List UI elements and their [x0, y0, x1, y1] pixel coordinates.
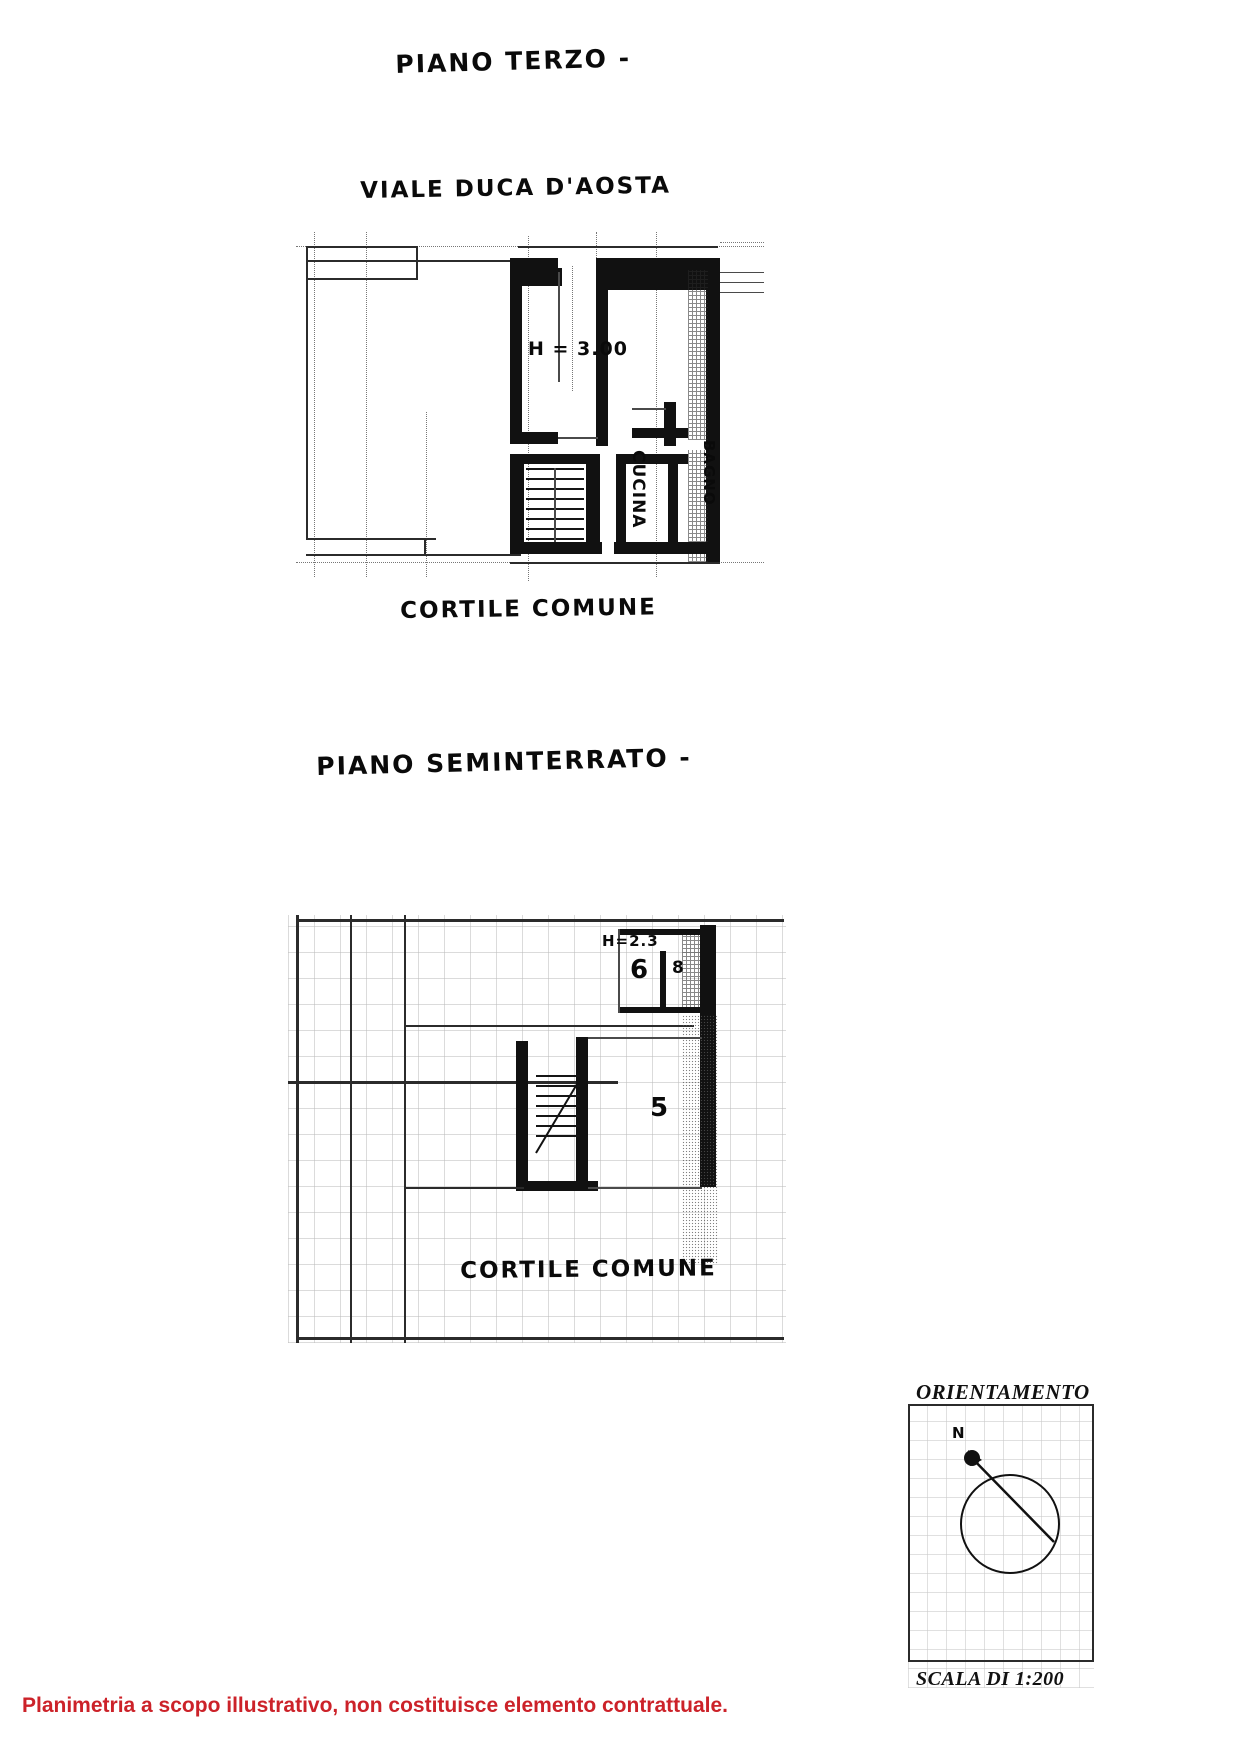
outline-top-left	[306, 246, 418, 248]
partition-vertical-inner	[558, 272, 560, 382]
stairwell-wall-top	[510, 454, 600, 464]
basement-stair-treads	[536, 1075, 580, 1137]
upper-courtyard-label: CORTILE COMUNE	[400, 594, 658, 624]
upper-floor-plan	[296, 232, 766, 582]
cellar-wall-divider	[660, 951, 666, 1009]
cellar-wall-bottom	[618, 1007, 702, 1013]
wall-kitchen-top	[626, 454, 688, 464]
stair-direction-arrow	[535, 1078, 581, 1154]
lot-boundary-left	[296, 915, 299, 1343]
wall-kitchen-left	[616, 454, 626, 552]
construction-line	[656, 232, 657, 577]
orientation-scale-label: SCALA DI 1:200	[916, 1668, 1065, 1690]
room-number-5: 5	[650, 1093, 671, 1123]
lower-plan-height-note: H=2.3	[602, 932, 659, 950]
balcony-line-3	[720, 292, 764, 293]
balcony-guide	[720, 242, 764, 243]
orientation-box: N	[908, 1388, 1094, 1688]
orientation-title: ORIENTAMENTO	[916, 1380, 1090, 1404]
courtyard-boundary-right	[424, 538, 426, 556]
wall-bottom-band	[510, 542, 602, 554]
room-number-8: 8	[672, 958, 686, 978]
footer-disclaimer: Planimetria a scopo illustrativo, non co…	[22, 1694, 729, 1717]
outline-small-box-bottom	[306, 278, 418, 280]
lot-boundary-bottom	[296, 1337, 784, 1340]
orientation-frame-right	[1092, 1404, 1094, 1662]
stairwell-wall-left	[510, 454, 524, 552]
construction-line	[314, 232, 315, 577]
room-label-bagno: BAGNO	[700, 440, 718, 506]
orientation-frame-bottom	[908, 1660, 1094, 1662]
room5-boundary-bottom	[588, 1187, 702, 1189]
wall-center-vertical	[596, 268, 608, 446]
courtyard-boundary-bottom	[306, 538, 436, 540]
lower-outline-left-stub	[404, 1025, 406, 1187]
hatched-strip-right	[682, 929, 700, 1013]
lot-inner-horizontal-2	[404, 1025, 694, 1027]
room-number-6: 6	[630, 955, 651, 985]
wall-bath-left	[668, 464, 678, 552]
construction-line	[528, 236, 529, 581]
upper-floor-title: PIANO TERZO -	[395, 43, 632, 79]
orientation-frame-left	[908, 1404, 910, 1662]
cellar-wall-left	[618, 929, 620, 1013]
lot-inner-horizontal	[288, 1081, 618, 1084]
stairwell-wall-right	[586, 454, 600, 552]
wall-top-left-thick	[514, 268, 562, 286]
lot-inner-vertical-1	[350, 915, 352, 1343]
wall-top-left-stub	[510, 258, 558, 268]
cellar-wall-top	[618, 929, 702, 935]
room5-boundary-top	[588, 1037, 702, 1039]
partition-guide	[572, 266, 574, 391]
wall-top-middle	[596, 258, 692, 268]
orientation-frame-top	[908, 1404, 1094, 1406]
street-label-viale-duca-daosta: VIALE DUCA D'AOSTA	[360, 172, 672, 204]
lot-boundary-top	[296, 919, 784, 922]
wall-mid-horizontal-left	[510, 432, 558, 444]
lower-outline-bottom-left	[404, 1187, 524, 1189]
wall-top-middle-thick	[596, 268, 678, 290]
lower-floor-title: PIANO SEMINTERRATO -	[316, 742, 693, 781]
courtyard-boundary-bottom2	[306, 554, 521, 556]
stair-centre-line	[554, 468, 556, 550]
outline-small-box-right	[416, 246, 418, 280]
compass-circle	[960, 1474, 1060, 1574]
door-swing-left	[558, 437, 598, 439]
basement-stair-wall-bottom	[516, 1181, 598, 1191]
construction-line	[426, 412, 427, 577]
door-swing-right	[632, 408, 666, 410]
facade-line-bottom	[510, 562, 720, 564]
wall-bottom-band-2	[614, 542, 690, 554]
basement-stair-wall-left	[516, 1041, 528, 1191]
hatched-area-right	[688, 270, 708, 440]
compass-needle	[964, 1450, 1055, 1543]
wall-right-inner-stub	[664, 402, 676, 446]
upper-plan-height-note: H = 3.00	[528, 338, 628, 360]
lower-floor-plan	[288, 915, 788, 1345]
stippled-courtyard	[682, 1015, 718, 1265]
wall-bottom-band-3	[688, 542, 720, 554]
compass-north-marker: N	[952, 1424, 966, 1442]
lower-courtyard-label: CORTILE COMUNE	[460, 1255, 717, 1284]
courtyard-boundary-top	[306, 260, 521, 262]
building-outline-top	[518, 246, 718, 248]
wall-left-vertical	[510, 258, 522, 443]
balcony-line-2	[720, 282, 764, 283]
wall-mid-horizontal-right	[632, 428, 688, 438]
construction-line	[366, 232, 367, 577]
hatched-area-right-lower	[688, 450, 708, 562]
courtyard-boundary-left	[306, 260, 308, 540]
room-label-cucina: CUCINA	[628, 450, 648, 529]
balcony-line-1	[720, 272, 764, 273]
wall-right-vertical	[706, 258, 720, 563]
